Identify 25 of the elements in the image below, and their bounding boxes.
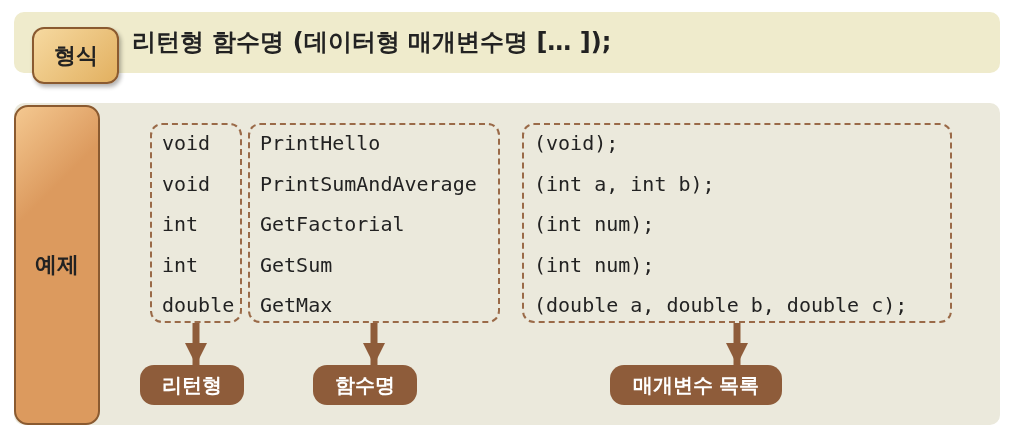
code-text: (int num); bbox=[534, 252, 655, 277]
format-text: 리턴형 함수명 (데이터형 매개변수명 [… ]); bbox=[132, 27, 612, 58]
code-text: void bbox=[162, 171, 211, 196]
code-text: GetMax bbox=[260, 293, 333, 317]
code-text: PrintSumAndAverage bbox=[260, 171, 477, 196]
code-text: double bbox=[162, 293, 235, 317]
category-pill: 리턴형 bbox=[140, 365, 244, 405]
label-badge: 예제 bbox=[14, 105, 100, 425]
code-text: (void); bbox=[534, 131, 619, 155]
code-text: GetSum bbox=[260, 252, 333, 277]
code-text: void bbox=[162, 131, 211, 155]
code-text: (double a, double b, double c); bbox=[534, 293, 908, 317]
dashed-group bbox=[522, 123, 952, 323]
example-panel bbox=[14, 103, 1000, 425]
code-text: int bbox=[162, 212, 199, 236]
code-text: PrintHello bbox=[260, 131, 381, 155]
category-pill: 매개변수 목록 bbox=[610, 365, 782, 405]
code-text: GetFactorial bbox=[260, 212, 405, 236]
dashed-group bbox=[150, 123, 242, 323]
code-text: (int num); bbox=[534, 212, 655, 236]
category-pill: 함수명 bbox=[313, 365, 417, 405]
code-text: int bbox=[162, 252, 199, 277]
code-text: (int a, int b); bbox=[534, 171, 715, 196]
label-badge: 형식 bbox=[32, 27, 119, 84]
dashed-group bbox=[248, 123, 500, 323]
